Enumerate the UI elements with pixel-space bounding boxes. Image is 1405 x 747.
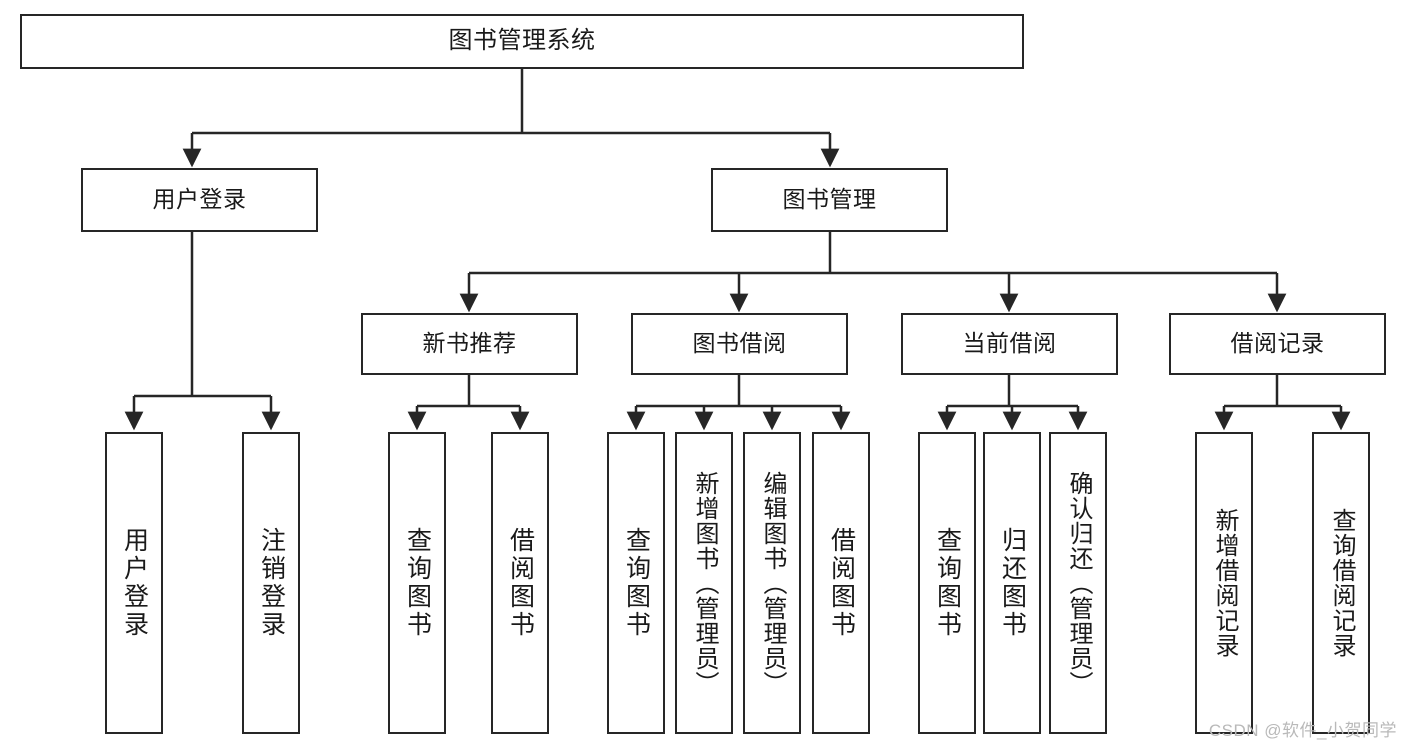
node-new-book-recommend[interactable]: 新书推荐: [361, 313, 578, 375]
node-label: 注销登录: [257, 527, 286, 639]
node-label: 借阅图书: [827, 527, 856, 639]
leaf-return-book[interactable]: 归还图书: [983, 432, 1041, 734]
csdn-watermark: CSDN @软件_小贺同学: [1208, 721, 1397, 740]
node-book-manage[interactable]: 图书管理: [711, 168, 948, 232]
node-label: 归还图书: [998, 527, 1027, 639]
node-label: 查询借阅记录: [1328, 508, 1355, 658]
node-label: 查询图书: [403, 527, 432, 639]
node-label: 用户登录: [120, 527, 149, 639]
node-label: 查询图书: [622, 527, 651, 639]
leaf-logout-login[interactable]: 注销登录: [242, 432, 300, 734]
node-label: 查询图书: [933, 527, 962, 639]
node-label: 图书借阅: [692, 330, 787, 357]
leaf-borrow-book-recommend[interactable]: 借阅图书: [491, 432, 549, 734]
leaf-query-book-borrow[interactable]: 查询图书: [607, 432, 665, 734]
node-label: 新增借阅记录: [1211, 508, 1238, 658]
node-label: 当前借阅: [962, 330, 1057, 357]
node-label: 确认归还（管理员）: [1065, 470, 1092, 696]
node-current-borrow[interactable]: 当前借阅: [901, 313, 1118, 375]
node-root-system[interactable]: 图书管理系统: [20, 14, 1024, 69]
node-label: 新书推荐: [422, 330, 517, 357]
leaf-query-book-current[interactable]: 查询图书: [918, 432, 976, 734]
leaf-confirm-return-admin[interactable]: 确认归还（管理员）: [1049, 432, 1107, 734]
node-label: 编辑图书（管理员）: [759, 470, 786, 696]
leaf-add-borrow-record[interactable]: 新增借阅记录: [1195, 432, 1253, 734]
node-label: 图书管理系统: [448, 27, 596, 55]
node-book-borrow[interactable]: 图书借阅: [631, 313, 848, 375]
node-borrow-record[interactable]: 借阅记录: [1169, 313, 1386, 375]
leaf-add-book-admin[interactable]: 新增图书（管理员）: [675, 432, 733, 734]
leaf-borrow-book-borrow[interactable]: 借阅图书: [812, 432, 870, 734]
node-label: 借阅图书: [506, 527, 535, 639]
leaf-user-login[interactable]: 用户登录: [105, 432, 163, 734]
node-label: 图书管理: [782, 186, 877, 213]
node-user-login[interactable]: 用户登录: [81, 168, 318, 232]
node-label: 借阅记录: [1230, 330, 1325, 357]
leaf-query-book-recommend[interactable]: 查询图书: [388, 432, 446, 734]
leaf-edit-book-admin[interactable]: 编辑图书（管理员）: [743, 432, 801, 734]
node-label: 用户登录: [152, 186, 247, 213]
leaf-query-borrow-record[interactable]: 查询借阅记录: [1312, 432, 1370, 734]
node-label: 新增图书（管理员）: [691, 470, 718, 696]
